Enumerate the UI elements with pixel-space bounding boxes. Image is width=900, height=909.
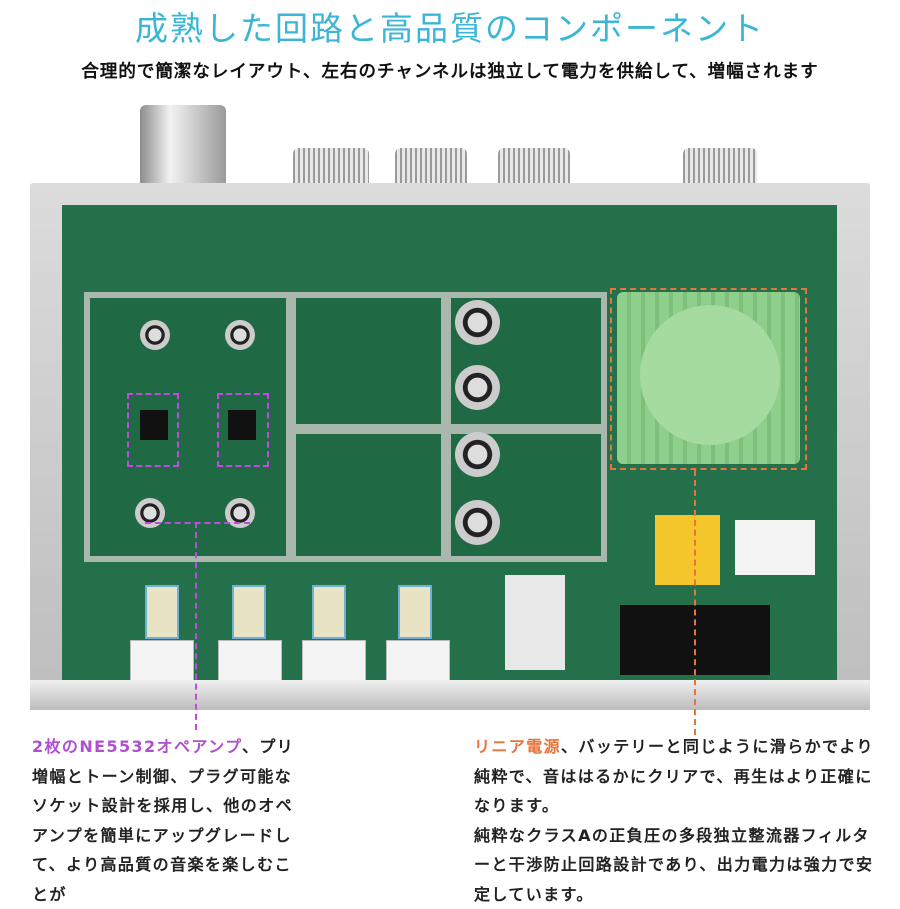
amplifier-photo [30,105,870,735]
input-relay [232,585,266,639]
rear-panel-rail [30,680,870,710]
orange-leader-line [694,470,696,735]
right-callout: リニア電源、バッテリーと同じように滑らかでより純粋で、音ははるかにクリアで、再生… [474,732,882,909]
power-description-2: 純粋なクラスAの正負圧の多段独立整流器フィルターと干渉防止回路設計であり、出力電… [474,825,874,904]
input-relay [312,585,346,639]
power-description: 、バッテリーと同じように滑らかでより純粋で、音ははるかにクリアで、再生はより正確… [474,737,874,815]
input-relay [145,585,179,639]
rca-jack [302,640,366,687]
transformer-core [640,305,780,445]
rca-jack [386,640,450,687]
opamp-chip [140,410,168,440]
opamp-highlight-text: 2枚のNE5532オペアンプ [32,737,242,756]
subheadline: 合理的で簡潔なレイアウト、左右のチャンネルは独立して電力を供給して、増幅されます [81,62,819,82]
capacitor [455,365,500,410]
rectifier-section [290,292,447,430]
rca-jack [130,640,194,687]
capacitor [455,432,500,477]
headline: 成熟した回路と高品質のコンポーネント [135,9,765,48]
relay [735,520,815,575]
opamp-highlight [127,393,179,467]
rca-jack [218,640,282,687]
heatsink [505,575,565,670]
rectifier-section [290,428,447,562]
left-callout: 2枚のNE5532オペアンプ、プリ増幅とトーン制御、プラグ可能なソケット設計を採… [32,732,300,909]
preamp-section [84,292,292,562]
opamp-description: 、プリ増幅とトーン制御、プラグ可能なソケット設計を採用し、他のオペアンプを簡単に… [32,737,295,904]
input-relay [398,585,432,639]
capacitor [455,300,500,345]
power-highlight-text: リニア電源 [474,737,562,756]
pink-leader-line [145,522,250,524]
x-capacitor [655,515,720,585]
opamp-highlight [217,393,269,467]
capacitor [225,320,255,350]
opamp-chip [228,410,256,440]
transformer-highlight [610,288,807,470]
capacitor [140,320,170,350]
pink-leader-line [195,522,197,730]
capacitor [455,500,500,545]
